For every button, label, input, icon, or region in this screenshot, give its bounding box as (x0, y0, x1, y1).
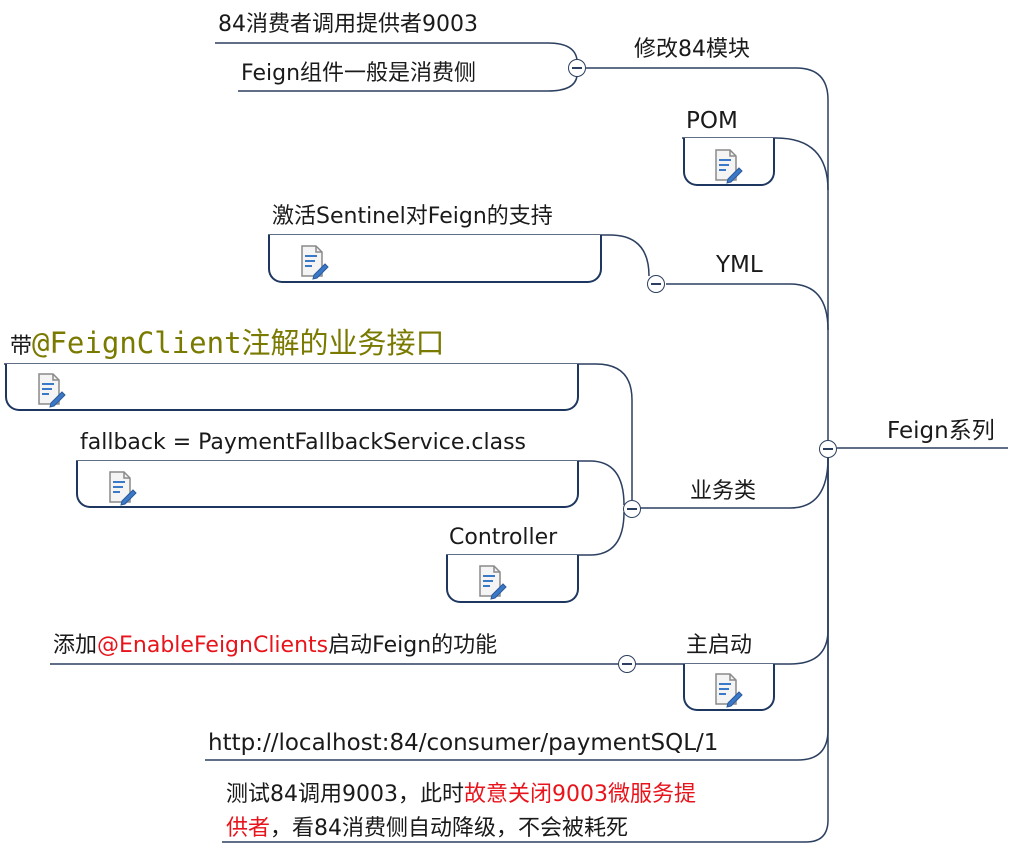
collapse-toggle-icon[interactable] (623, 500, 641, 518)
fallback-note-box[interactable] (76, 461, 579, 508)
collapse-toggle-icon[interactable] (647, 275, 665, 293)
controller-label[interactable]: Controller (449, 525, 558, 550)
modify-84-child-2[interactable]: Feign组件一般是消费侧 (241, 61, 477, 86)
main-child-suffix: 启动Feign的功能 (328, 633, 498, 658)
controller-note-box[interactable] (446, 555, 579, 603)
test-line-2-normal: ，看84消费侧自动降级，不会被耗死 (270, 816, 629, 841)
yml-note-box[interactable] (268, 235, 602, 283)
modify-84-child-1[interactable]: 84消费者调用提供者9003 (218, 12, 478, 37)
branch-pom[interactable]: POM (686, 108, 738, 134)
test-line-1-normal: 测试84调用9003，此时 (226, 782, 464, 807)
test-line-1-red: 故意关闭9003微服务提 (463, 782, 696, 807)
feign-client-highlight: @FeignClient注解的业务接口 (32, 326, 445, 360)
test-line-2-red: 供者 (226, 816, 271, 841)
branch-main-start[interactable]: 主启动 (686, 633, 753, 658)
note-icon (107, 470, 137, 506)
main-start-child[interactable]: 添加@EnableFeignClients启动Feign的功能 (53, 632, 497, 660)
test-line-2: 供者，看84消费侧自动降级，不会被耗死 (226, 812, 696, 846)
feign-client-prefix: 带 (10, 334, 33, 359)
branch-test[interactable]: 测试84调用9003，此时故意关闭9003微服务提 供者，看84消费侧自动降级，… (226, 778, 696, 846)
note-icon (36, 372, 66, 408)
fallback-label[interactable]: fallback = PaymentFallbackService.class (80, 430, 527, 455)
branch-business[interactable]: 业务类 (690, 479, 757, 504)
feign-client-note-box[interactable] (5, 364, 579, 411)
branch-modify-84[interactable]: 修改84模块 (634, 37, 750, 62)
feign-client-label[interactable]: 带@FeignClient注解的业务接口 (10, 325, 445, 365)
note-icon (477, 564, 507, 600)
note-icon (299, 244, 329, 280)
note-icon (713, 148, 743, 184)
collapse-toggle-icon[interactable] (568, 59, 586, 77)
note-icon (713, 672, 743, 708)
test-line-1: 测试84调用9003，此时故意关闭9003微服务提 (226, 778, 696, 812)
collapse-toggle-icon[interactable] (618, 655, 636, 673)
main-child-prefix: 添加 (53, 633, 98, 658)
branch-url[interactable]: http://localhost:84/consumer/paymentSQL/… (208, 730, 719, 756)
branch-yml[interactable]: YML (716, 252, 763, 278)
yml-child-label[interactable]: 激活Sentinel对Feign的支持 (272, 204, 553, 229)
root-node[interactable]: Feign系列 (887, 418, 995, 444)
main-child-highlight: @EnableFeignClients (97, 633, 329, 658)
collapse-toggle-icon[interactable] (819, 440, 837, 458)
